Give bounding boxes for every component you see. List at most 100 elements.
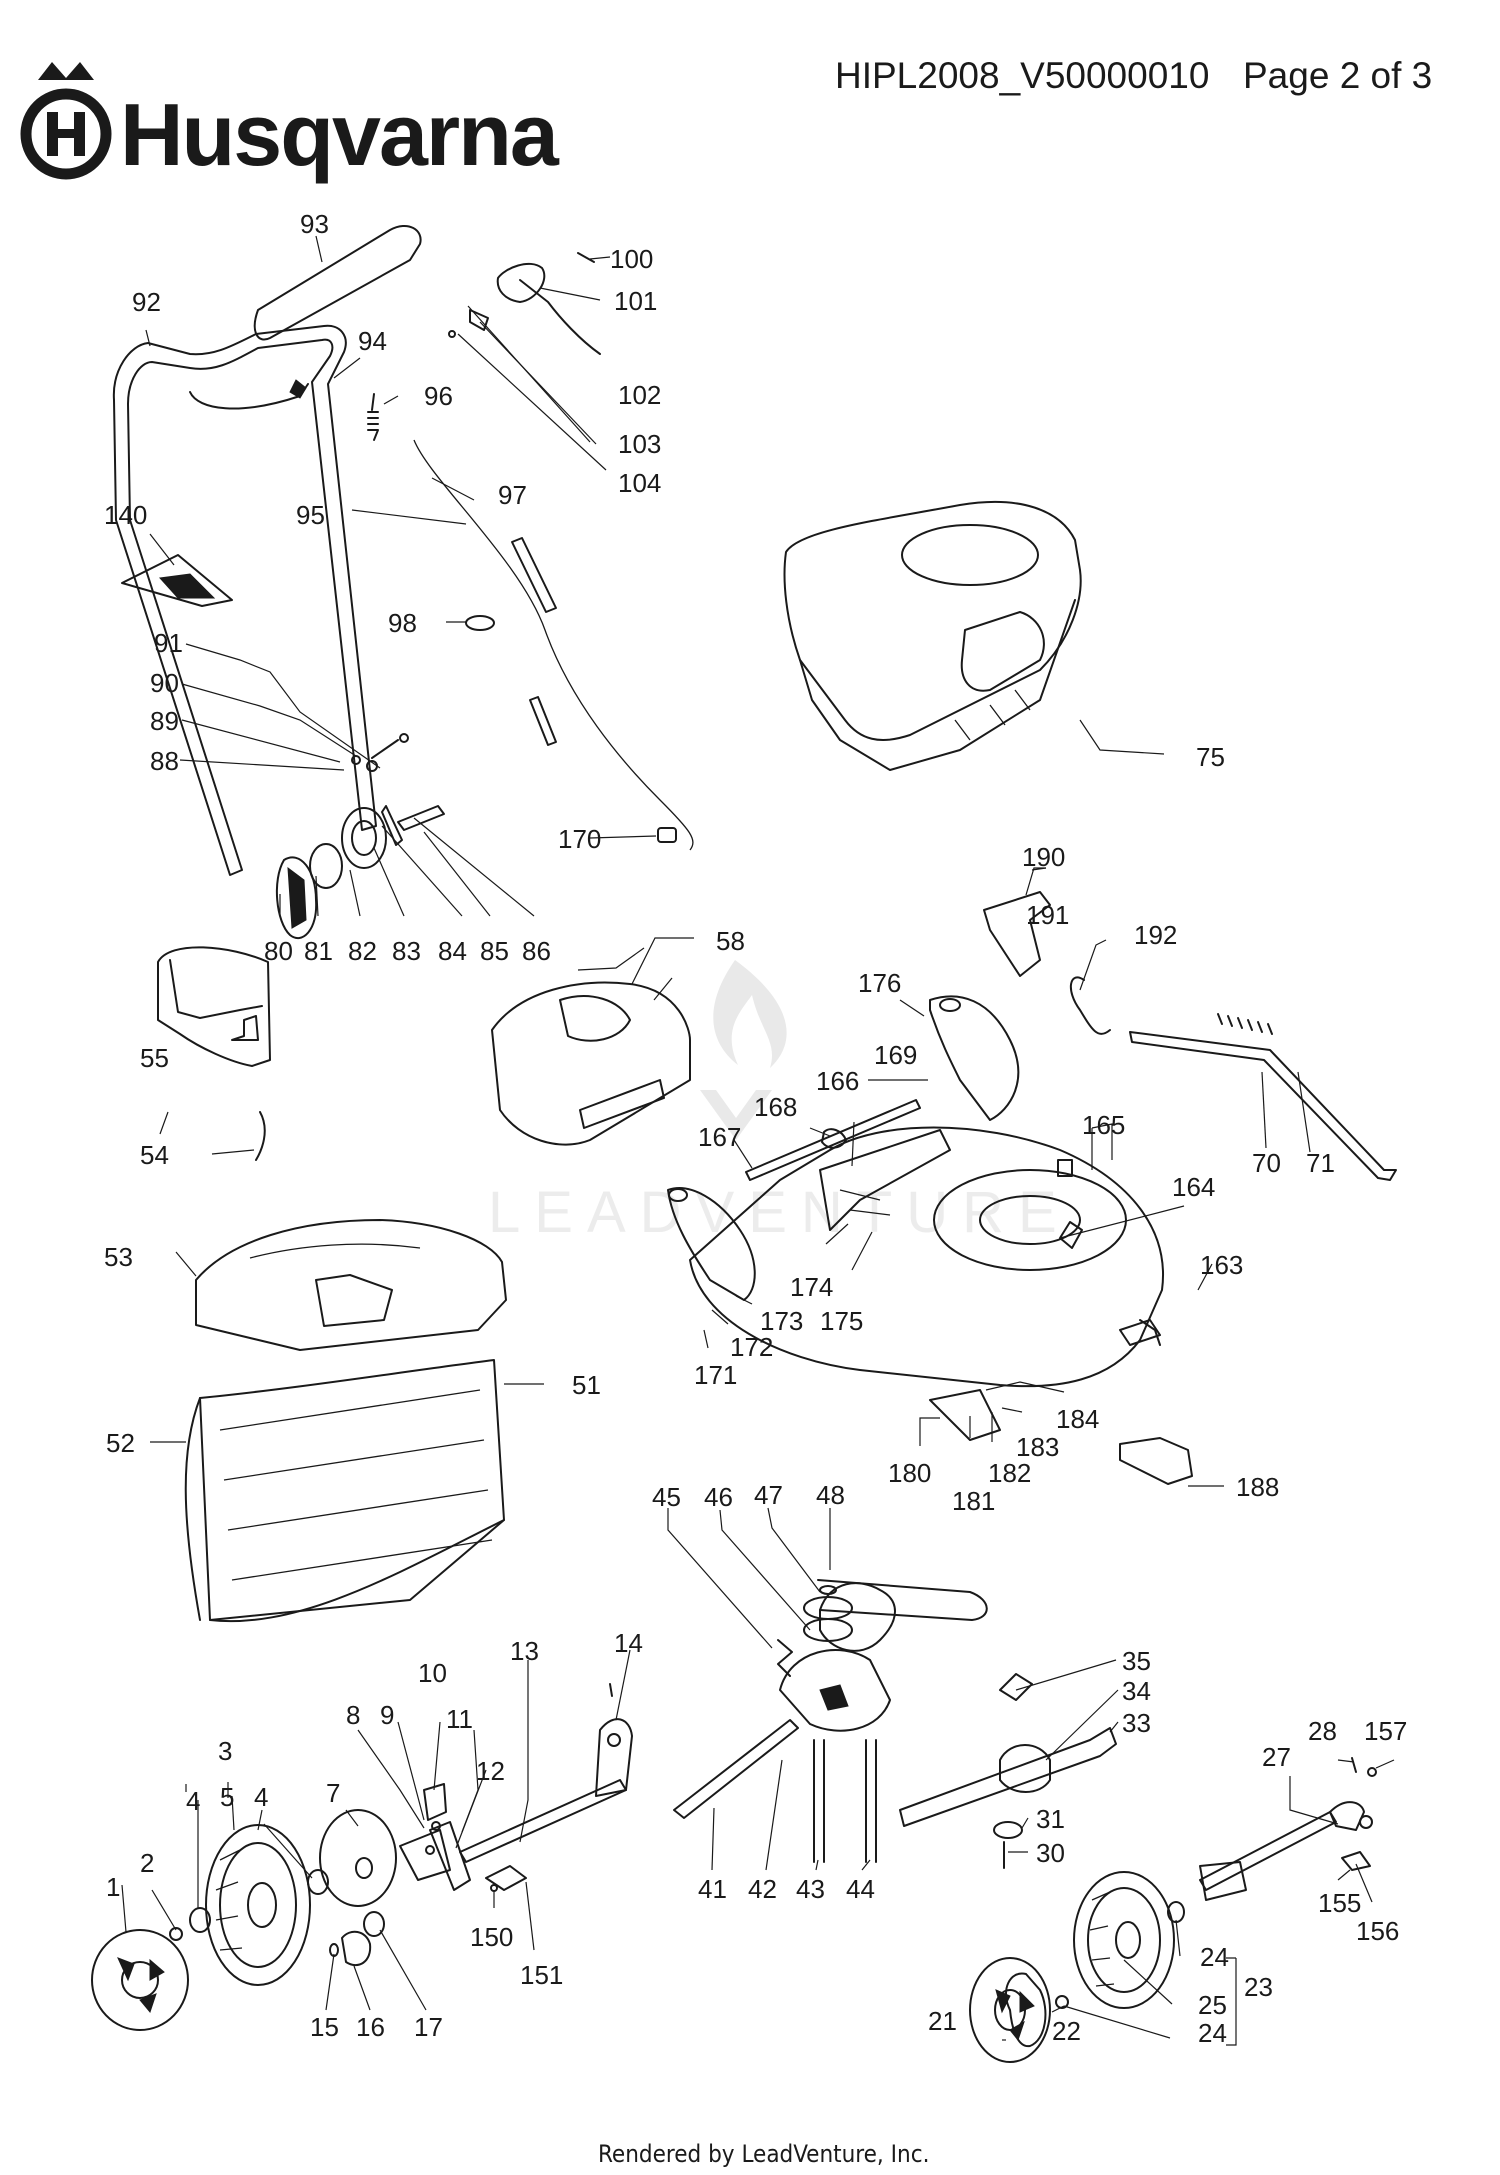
handle-assembly [112,225,694,876]
brand-name: Husqvarna [120,85,560,184]
leadventure-watermark: LEADVENTURE [488,960,1071,1245]
part-label-96: 96 [424,381,453,411]
part-label-44: 44 [846,1874,875,1904]
part-label-70: 70 [1252,1148,1281,1178]
part-label-48: 48 [816,1480,845,1510]
part-label-16: 16 [356,2012,385,2042]
part-number-labels: 93 92 94 96 97 95 140 98 100 101 102 103… [104,209,1407,2048]
part-label-75: 75 [1196,742,1225,772]
part-label-3: 3 [218,1736,232,1766]
part-label-176: 176 [858,968,901,998]
part-label-2: 2 [140,1848,154,1878]
rear-flap-58 [491,981,691,1146]
part-label-175: 175 [820,1306,863,1336]
part-label-95: 95 [296,500,325,530]
part-label-45: 45 [652,1482,681,1512]
part-label-92: 92 [132,287,161,317]
crown-h-icon [20,62,112,180]
part-label-91: 91 [154,628,183,658]
part-label-21: 21 [928,2006,957,2036]
part-label-180: 180 [888,1458,931,1488]
mower-deck-163 [667,891,1397,1485]
part-label-86: 86 [522,936,551,966]
part-label-83: 83 [392,936,421,966]
part-label-22: 22 [1052,2016,1081,2046]
part-label-163: 163 [1200,1250,1243,1280]
part-label-11: 11 [446,1704,473,1734]
part-label-9: 9 [380,1700,394,1730]
part-label-34: 34 [1122,1676,1151,1706]
husqvarna-logo: Husqvarna [20,62,562,184]
part-label-17: 17 [414,2012,443,2042]
part-label-5: 5 [220,1782,234,1812]
part-label-192: 192 [1134,920,1177,950]
leader-lines [121,235,1395,2046]
part-label-157: 157 [1364,1716,1407,1746]
part-label-24b: 24 [1198,2018,1227,2048]
part-label-184: 184 [1056,1404,1099,1434]
part-label-41: 41 [698,1874,727,1904]
part-label-182: 182 [988,1458,1031,1488]
part-label-13: 13 [510,1636,539,1666]
part-label-84: 84 [438,936,467,966]
part-label-28: 28 [1308,1716,1337,1746]
part-label-24a: 24 [1200,1942,1229,1972]
part-label-23: 23 [1244,1972,1273,2002]
part-label-42: 42 [748,1874,777,1904]
grass-catcher [157,946,507,1623]
part-label-52: 52 [106,1428,135,1458]
part-label-47: 47 [754,1480,783,1510]
part-label-7: 7 [326,1778,340,1808]
part-label-8: 8 [346,1700,360,1730]
part-label-183: 183 [1016,1432,1059,1462]
part-label-156: 156 [1356,1916,1399,1946]
part-label-85: 85 [480,936,509,966]
part-label-97: 97 [498,480,527,510]
part-label-170: 170 [558,824,601,854]
part-label-30: 30 [1036,1838,1065,1868]
page-indicator: Page 2 of 3 [1243,55,1432,96]
part-label-150: 150 [470,1922,513,1952]
part-label-93: 93 [300,209,329,239]
part-label-190: 190 [1022,842,1065,872]
part-label-25: 25 [1198,1990,1227,2020]
part-label-4a: 4 [186,1786,200,1816]
part-label-89: 89 [150,706,179,736]
part-label-102: 102 [618,380,661,410]
part-label-10: 10 [418,1658,447,1688]
watermark-text: LEADVENTURE [488,1180,1071,1245]
part-label-88: 88 [150,746,179,776]
part-label-171: 171 [694,1360,737,1390]
part-label-33: 33 [1122,1708,1151,1738]
part-label-191: 191 [1026,900,1069,930]
part-label-53: 53 [104,1242,133,1272]
part-label-101: 101 [614,286,657,316]
hub-assembly [275,733,445,940]
rear-wheel-assembly [969,1757,1377,2063]
part-label-35: 35 [1122,1646,1151,1676]
part-label-82: 82 [348,936,377,966]
part-label-155: 155 [1318,1888,1361,1918]
part-label-81: 81 [304,936,333,966]
part-label-4b: 4 [254,1782,268,1812]
engine-cover-75 [783,501,1082,771]
part-label-164: 164 [1172,1172,1215,1202]
part-label-51: 51 [572,1370,601,1400]
part-label-1: 1 [106,1872,120,1902]
part-label-54: 54 [140,1140,169,1170]
part-label-151: 151 [520,1960,563,1990]
part-label-98: 98 [388,608,417,638]
part-label-140: 140 [104,500,147,530]
part-label-165: 165 [1082,1110,1125,1140]
part-label-173: 173 [760,1306,803,1336]
front-wheel-assembly [91,1683,633,2031]
part-label-166: 166 [816,1066,859,1096]
part-label-167: 167 [698,1122,741,1152]
part-label-104: 104 [618,468,661,498]
part-label-12: 12 [476,1756,505,1786]
part-label-181: 181 [952,1486,995,1516]
part-label-15: 15 [310,2012,339,2042]
part-label-90: 90 [150,668,179,698]
part-label-103: 103 [618,429,661,459]
part-label-80: 80 [264,936,293,966]
